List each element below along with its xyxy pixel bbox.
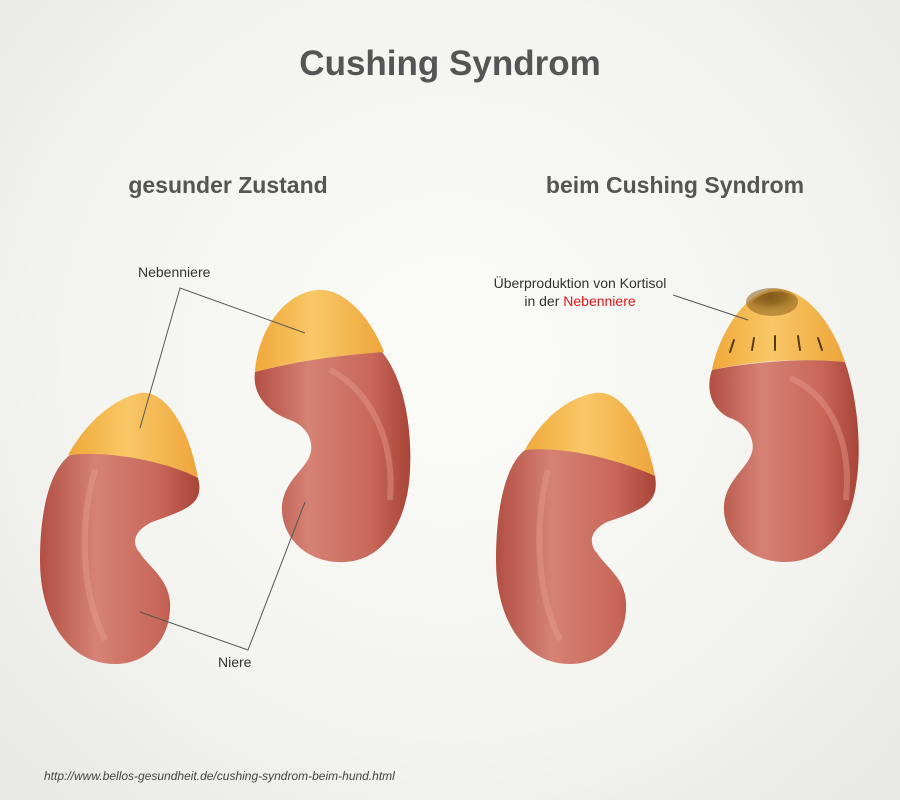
leader-kidney (139, 501, 306, 651)
leader-overproduction (672, 294, 749, 321)
cushing-left-kidney (496, 392, 656, 664)
cushing-right-kidney (709, 288, 859, 562)
leader-adrenal (139, 287, 306, 429)
overproduction-arrows (729, 335, 823, 353)
label-overproduction-prefix: in der (524, 293, 564, 309)
label-kidney: Niere (218, 654, 252, 670)
label-overproduction-highlight: Nebenniere (563, 293, 636, 309)
healthy-right-kidney (254, 289, 411, 563)
label-adrenal: Nebenniere (138, 264, 211, 280)
leader-lines (139, 287, 749, 651)
source-url: http://www.bellos-gesundheit.de/cushing-… (44, 769, 395, 783)
label-overproduction: Überproduktion von Kortisol in der Neben… (480, 274, 680, 310)
healthy-left-kidney (40, 392, 200, 664)
page-title: Cushing Syndrom (299, 44, 601, 83)
panel-title-cushing: beim Cushing Syndrom (545, 172, 805, 198)
panel-title-healthy: gesunder Zustand (128, 172, 328, 198)
label-overproduction-line1: Überproduktion von Kortisol (493, 275, 667, 291)
